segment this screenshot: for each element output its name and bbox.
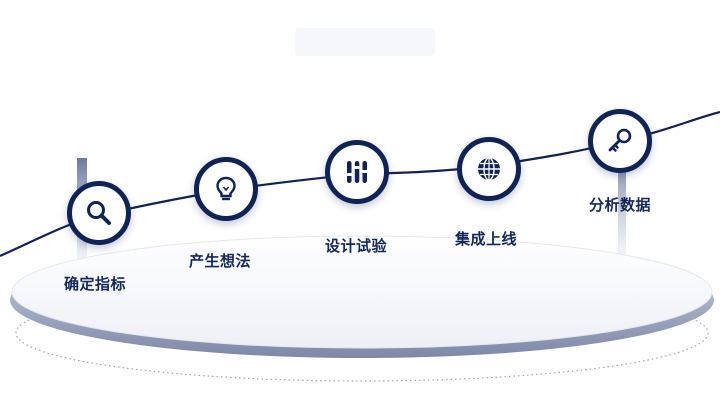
dotted-ring [15,284,709,382]
sliders-icon [346,161,368,183]
title-glow [295,28,435,56]
pillar-right [618,150,626,280]
step-3-node[interactable] [325,140,389,204]
step-2-node[interactable] [194,157,258,221]
magnifier-icon [87,201,111,225]
step-3-label: 设计试验 [325,237,388,255]
step-4-node[interactable] [457,137,521,201]
key-icon [608,128,632,152]
step-2-label: 产生想法 [189,252,252,270]
platform-top [11,235,713,349]
step-4-label: 集成上线 [455,230,518,248]
step-1-node[interactable] [67,181,131,245]
step-1-label: 确定指标 [64,275,127,293]
lightbulb-icon [216,176,236,201]
step-5-label: 分析数据 [589,196,652,214]
step-5-node[interactable] [588,109,652,173]
globe-icon [478,157,500,181]
